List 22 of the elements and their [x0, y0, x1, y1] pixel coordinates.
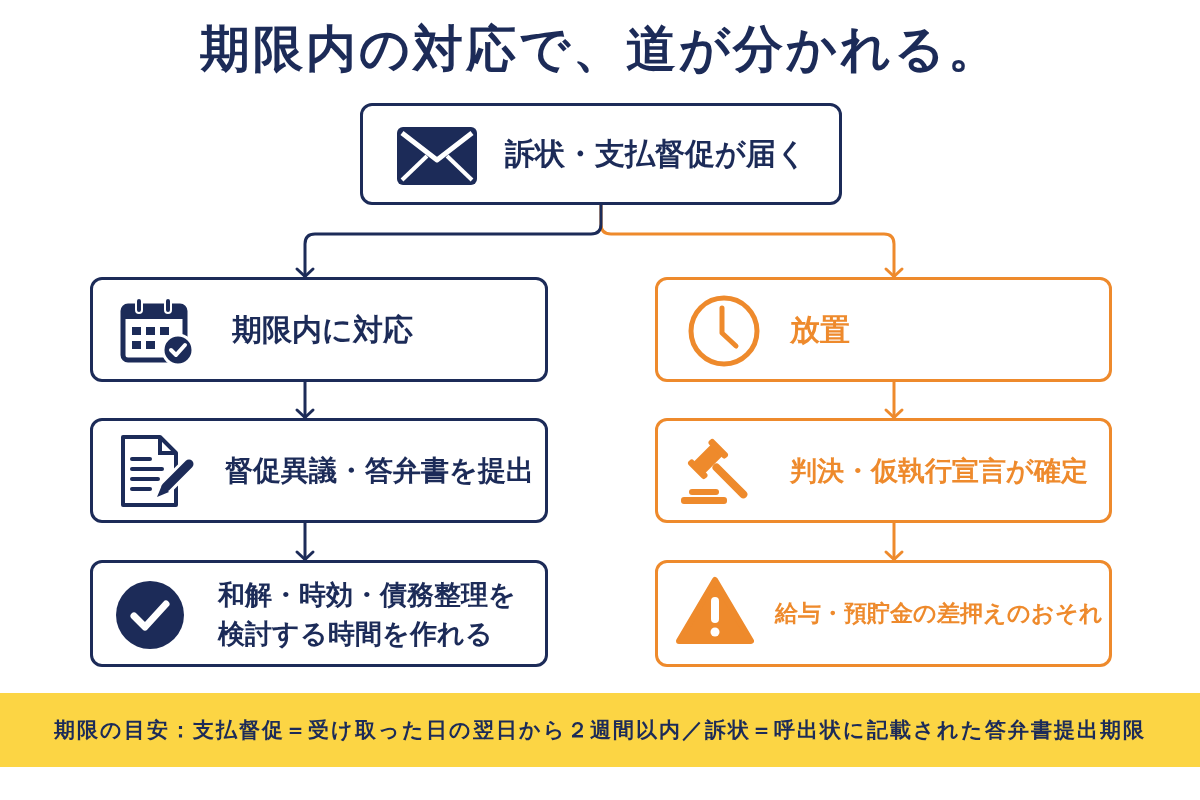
process-box: [655, 277, 1112, 382]
arrow: [884, 382, 904, 419]
arrow: [884, 523, 904, 561]
process-box: [90, 418, 548, 523]
step-text: 放置: [790, 310, 850, 349]
note-text: 期限の目安：支払督促＝受け取った日の翌日から２週間以内／訴状＝呼出状に記載された答弁書提出期限: [54, 716, 1146, 744]
process-box: [655, 560, 1112, 667]
step-text: 督促異議・答弁書を提出: [225, 452, 534, 489]
step-text: 期限内に対応: [232, 310, 413, 349]
arrow: [295, 382, 315, 419]
step-text: 和解・時効・債務整理を検討する時間を作れる: [218, 577, 517, 651]
step-text: 給与・預貯金の差押えのおそれ: [775, 598, 1103, 628]
step-text: 判決・仮執行宣言が確定: [790, 453, 1088, 488]
step-text: 訴状・支払督促が届く: [505, 135, 807, 174]
process-box: [360, 103, 842, 205]
process-box: [655, 418, 1112, 523]
process-box: [90, 560, 548, 667]
arrow: [295, 523, 315, 561]
diagram-title: 期限内の対応で、道が分かれる。: [199, 22, 1001, 77]
process-box: [90, 277, 548, 382]
note-band: [0, 693, 1200, 767]
arrow: [295, 205, 603, 278]
